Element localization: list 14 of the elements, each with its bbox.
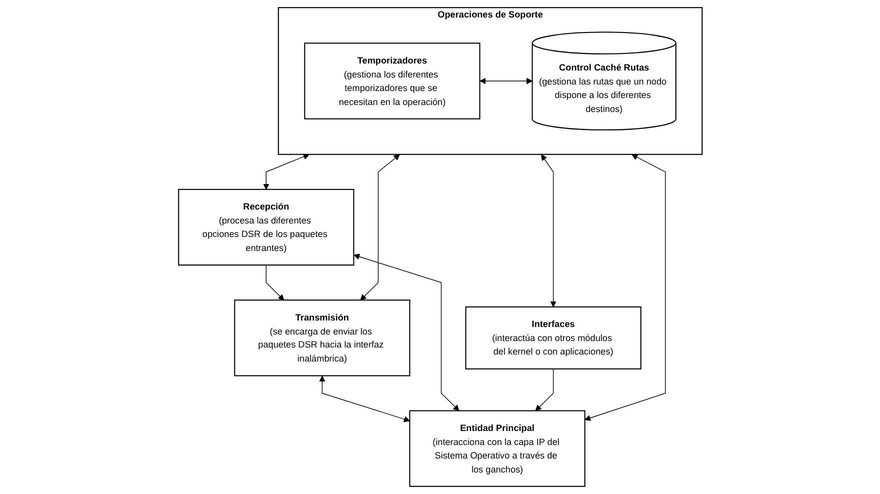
arrow bbox=[584, 154, 666, 421]
node-box: Temporizadores (gestiona los diferentes temporizadores que se necesitan en la operación) bbox=[304, 42, 480, 120]
arrow bbox=[534, 368, 554, 412]
arrow bbox=[353, 254, 459, 412]
arrow bbox=[479, 78, 532, 84]
node-box: Entidad Principal (interacciona con la capa IP del Sistema Operativo a través de los ganchos) bbox=[408, 410, 585, 487]
node-box: Recepción (procesa las diferentes opciones DSR de los paquetes entrantes) bbox=[178, 188, 354, 266]
arrow bbox=[360, 154, 400, 300]
arrow bbox=[318, 376, 410, 422]
arrow bbox=[540, 154, 556, 308]
arrow bbox=[265, 264, 284, 300]
arrow bbox=[262, 154, 309, 190]
node-box: Interfaces (interactúa con otros módulos del kernel o con aplicaciones) bbox=[464, 306, 641, 370]
node-box: Transmisión (se encarga de enviar los paquetes DSR hacia la interfaz inalámbrica) bbox=[234, 300, 410, 376]
